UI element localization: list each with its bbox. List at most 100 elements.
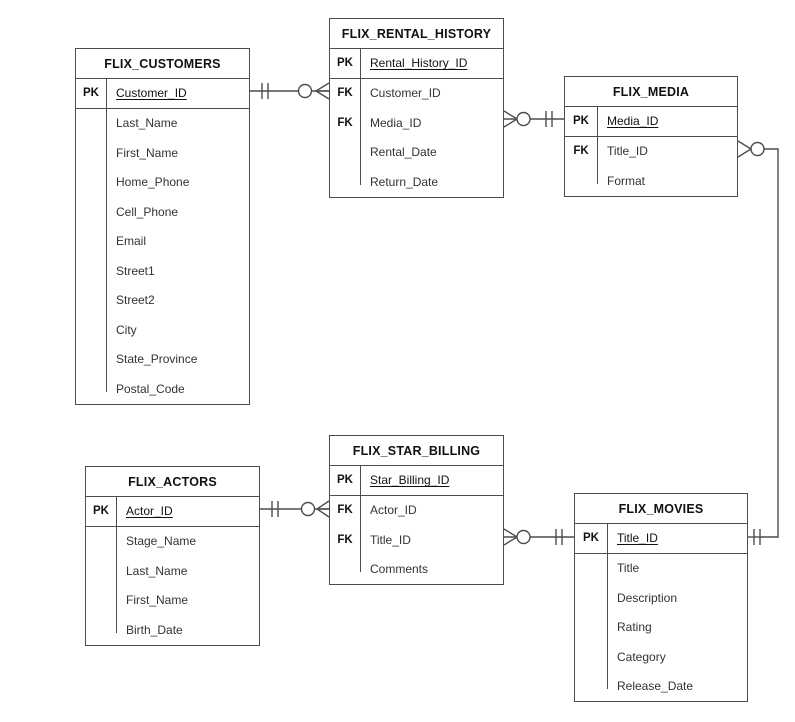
field-name: State_Province <box>116 352 198 367</box>
field-key-label: PK <box>573 115 589 128</box>
relationship-rental-history-to-media[interactable] <box>503 110 564 128</box>
field-key-label: PK <box>83 87 99 100</box>
field-key-label: FK <box>337 87 353 100</box>
field-row: FK Media_ID <box>330 108 503 138</box>
field-row: Birth_Date <box>86 615 259 645</box>
entity-flix-media[interactable]: FLIX_MEDIA PK Media_ID FK Title_ID Format <box>564 76 738 197</box>
field-name: Customer_ID <box>370 86 441 101</box>
entity-flix-rental-history[interactable]: FLIX_RENTAL_HISTORY PK Rental_History_ID F… <box>329 18 504 198</box>
entity-title: FLIX_MOVIES <box>575 494 747 524</box>
field-row: FK Customer_ID <box>330 79 503 109</box>
field-name: Customer_ID <box>116 86 187 101</box>
field-row: Rating <box>575 613 747 643</box>
field-row: Rental_Date <box>330 138 503 168</box>
field-key-label: PK <box>337 474 353 487</box>
field-row: First_Name <box>76 138 249 168</box>
field-name: Description <box>617 590 678 605</box>
field-row: Title <box>575 554 747 584</box>
field-name: Title_ID <box>370 532 411 547</box>
field-row: Cell_Phone <box>76 197 249 227</box>
field-name: Star_Billing_ID <box>370 473 450 488</box>
entity-title: FLIX_CUSTOMERS <box>76 49 249 79</box>
field-row-primary-key: PK Rental_History_ID <box>330 49 503 79</box>
entity-flix-star-billing[interactable]: FLIX_STAR_BILLING PK Star_Billing_ID FK Act… <box>329 435 504 585</box>
relationship-customers-to-rental-history[interactable] <box>250 82 330 100</box>
field-name: Last_Name <box>126 563 188 578</box>
field-row-primary-key: PK Actor_ID <box>86 497 259 527</box>
field-row: State_Province <box>76 345 249 375</box>
field-name: Street1 <box>116 263 155 278</box>
field-row: FK Title_ID <box>330 525 503 555</box>
field-key-label: PK <box>93 505 109 518</box>
field-row: Return_Date <box>330 167 503 197</box>
entity-title: FLIX_ACTORS <box>86 467 259 497</box>
field-row: FK Title_ID <box>565 137 737 167</box>
field-row: FK Actor_ID <box>330 496 503 526</box>
field-name: Home_Phone <box>116 175 190 190</box>
field-name: Media_ID <box>607 114 659 129</box>
field-name: First_Name <box>116 145 179 160</box>
field-name: City <box>116 322 137 337</box>
field-name: Rental_History_ID <box>370 56 468 71</box>
relationship-actors-to-star-billing[interactable] <box>260 500 330 518</box>
field-row-primary-key: PK Customer_ID <box>76 79 249 109</box>
field-name: Title_ID <box>617 531 658 546</box>
field-row: Street1 <box>76 256 249 286</box>
entity-fields: PK Rental_History_ID FK Customer_ID FK Media_… <box>330 49 503 197</box>
entity-fields: PK Media_ID FK Title_ID Format <box>565 107 737 196</box>
relationship-media-to-movies[interactable] <box>737 140 779 545</box>
field-row: Email <box>76 227 249 257</box>
field-name: Comments <box>370 562 429 577</box>
field-row: Description <box>575 583 747 613</box>
field-name: Actor_ID <box>126 504 173 519</box>
field-name: Category <box>617 649 666 664</box>
entity-fields: PK Star_Billing_ID FK Actor_ID FK Title_ID Com… <box>330 466 503 584</box>
field-name: Birth_Date <box>126 622 183 637</box>
field-key-label: PK <box>337 57 353 70</box>
field-name: Stage_Name <box>126 534 197 549</box>
field-row: Category <box>575 642 747 672</box>
field-row: Street2 <box>76 286 249 316</box>
field-name: Email <box>116 234 147 249</box>
field-name: Media_ID <box>370 115 422 130</box>
field-name: Format <box>607 173 646 188</box>
entity-title: FLIX_RENTAL_HISTORY <box>330 19 503 49</box>
field-name: Rating <box>617 620 652 635</box>
field-row: Release_Date <box>575 672 747 702</box>
field-name: Title <box>617 561 640 576</box>
field-name: Postal_Code <box>116 381 185 396</box>
field-row: City <box>76 315 249 345</box>
field-name: Return_Date <box>370 174 439 189</box>
field-key-label: FK <box>573 145 589 158</box>
entity-title: FLIX_MEDIA <box>565 77 737 107</box>
field-row: Stage_Name <box>86 527 259 557</box>
relationship-star-billing-to-movies[interactable] <box>503 528 574 546</box>
field-key-label: FK <box>337 504 353 517</box>
field-name: Title_ID <box>607 144 648 159</box>
entity-title: FLIX_STAR_BILLING <box>330 436 503 466</box>
field-row-primary-key: PK Title_ID <box>575 524 747 554</box>
field-key-label: PK <box>583 532 599 545</box>
field-row-primary-key: PK Star_Billing_ID <box>330 466 503 496</box>
field-key-label: FK <box>337 116 353 129</box>
field-name: Actor_ID <box>370 503 417 518</box>
field-row: Postal_Code <box>76 374 249 404</box>
field-name: Street2 <box>116 293 155 308</box>
field-row-primary-key: PK Media_ID <box>565 107 737 137</box>
field-name: Cell_Phone <box>116 204 179 219</box>
field-row: Comments <box>330 555 503 585</box>
field-name: First_Name <box>126 593 189 608</box>
field-name: Last_Name <box>116 116 178 131</box>
field-row: Last_Name <box>76 109 249 139</box>
field-key-label: FK <box>337 533 353 546</box>
field-row: Home_Phone <box>76 168 249 198</box>
field-row: First_Name <box>86 586 259 616</box>
field-row: Last_Name <box>86 556 259 586</box>
